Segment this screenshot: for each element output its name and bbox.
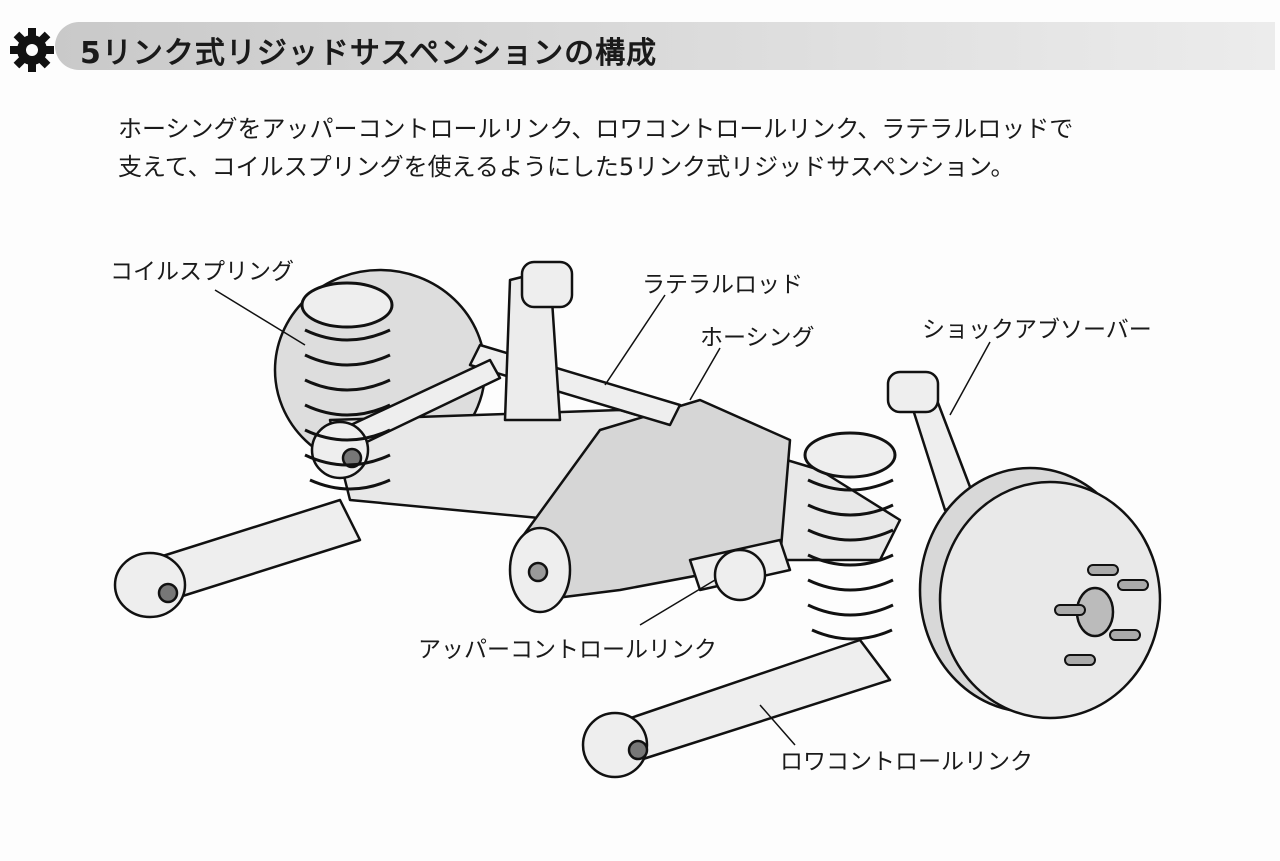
label-lateral-rod: ラテラルロッド: [642, 272, 803, 298]
description: ホーシングをアッパーコントロールリンク、ロワコントロールリンク、ラテラルロッドで…: [118, 110, 1073, 186]
label-shock-absorber: ショックアブソーバー: [922, 317, 1152, 343]
suspension-illustration: [113, 260, 1162, 779]
title-bar: [55, 22, 1275, 70]
label-housing: ホーシング: [700, 325, 815, 351]
label-lower-control-link: ロワコントロールリンク: [780, 749, 1033, 775]
page-title: 5リンク式リジッドサスペンションの構成: [80, 36, 658, 71]
coil-springs: [300, 281, 897, 641]
gear-icon: [10, 28, 54, 72]
label-coil-spring: コイルスプリング: [110, 259, 294, 285]
label-upper-control-link: アッパーコントロールリンク: [418, 637, 717, 663]
description-line-2: 支えて、コイルスプリングを使えるようにした5リンク式リジッドサスペンション。: [118, 153, 1015, 181]
description-line-1: ホーシングをアッパーコントロールリンク、ロワコントロールリンク、ラテラルロッドで: [118, 115, 1074, 143]
leader-lines: [214, 289, 991, 746]
